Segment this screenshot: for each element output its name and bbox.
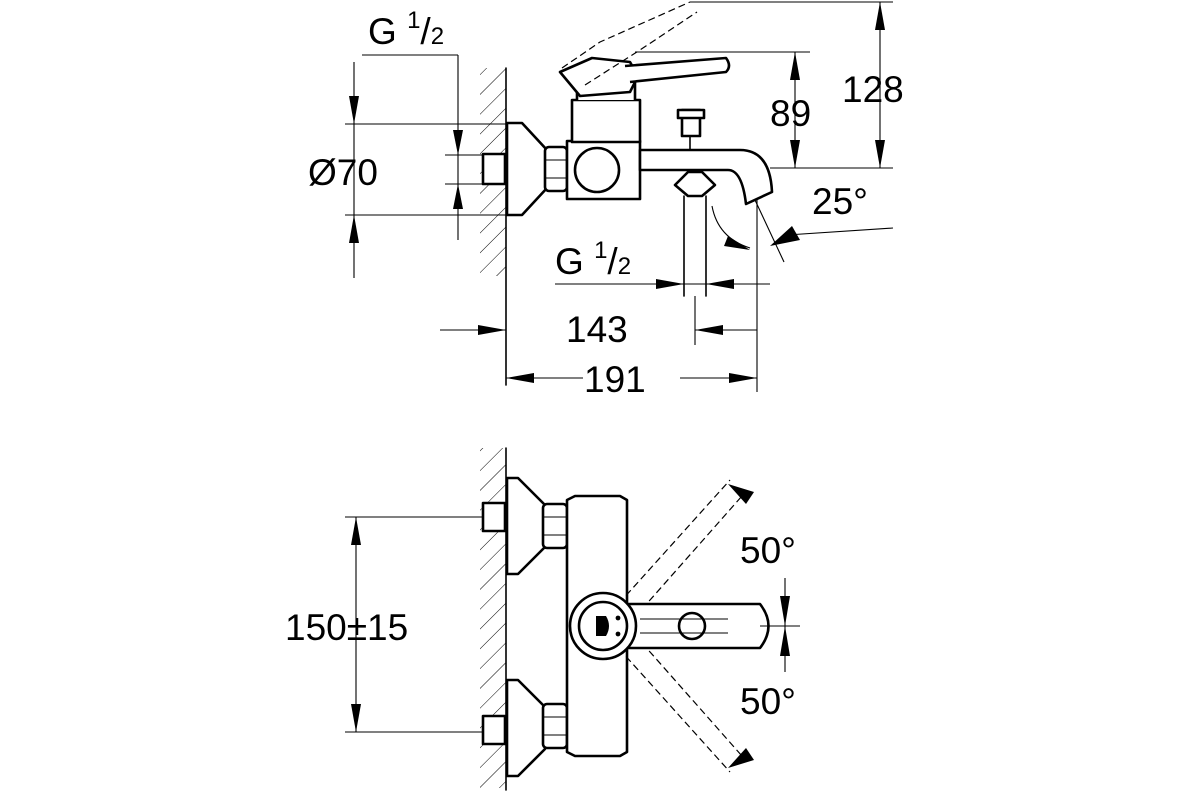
thread-top-label: G 1/2 bbox=[368, 7, 444, 52]
diameter-label: Ø70 bbox=[308, 152, 378, 193]
dim-128-arrow-up bbox=[875, 2, 885, 30]
lever-swing-upper-1 bbox=[603, 479, 731, 621]
dim-128-label: 128 bbox=[842, 69, 904, 110]
thread-bottom-arrow-left bbox=[706, 279, 734, 289]
thread-top-arrow-down bbox=[453, 130, 463, 155]
upper-nut bbox=[541, 502, 569, 550]
lower-escutcheon bbox=[505, 678, 547, 778]
angle-leader bbox=[786, 227, 894, 236]
angle-leader-arrow bbox=[770, 226, 800, 246]
centers-arrow-down bbox=[351, 704, 361, 732]
side-view: G 1/2 Ø70 89 128 25° G 1/2 143 191 bbox=[308, 1, 904, 400]
lever-raised-outline-1 bbox=[561, 1, 691, 69]
spout bbox=[638, 148, 774, 206]
thread-top-arrow-up bbox=[453, 184, 463, 209]
indicator-dot-2 bbox=[615, 631, 621, 637]
dim-89-label: 89 bbox=[770, 93, 811, 134]
cartridge-housing bbox=[570, 98, 642, 144]
diverter-knob-top bbox=[676, 108, 706, 120]
dim-128-arrow-down bbox=[875, 140, 885, 168]
lever-arm bbox=[624, 56, 731, 84]
dim-191-arrow-left bbox=[506, 373, 534, 383]
angle-ref-arrow-down bbox=[780, 596, 790, 626]
dim-143-arrow-right bbox=[695, 325, 723, 335]
body-cap-circle bbox=[573, 146, 621, 194]
dim-191-arrow-right bbox=[729, 373, 757, 383]
lever-head bbox=[558, 56, 640, 98]
thread-bottom-label: G 1/2 bbox=[555, 237, 631, 282]
lever-swing-upper-2 bbox=[619, 495, 743, 635]
indicator-dot-1 bbox=[615, 615, 621, 621]
centers-label: 150±15 bbox=[285, 607, 408, 648]
angle-lower-arrow bbox=[728, 748, 754, 768]
escutcheon-flange bbox=[505, 121, 549, 217]
hex-nut bbox=[543, 145, 569, 193]
temperature-indicator-icon bbox=[596, 616, 609, 636]
lever-swing-lower-2 bbox=[619, 617, 743, 757]
angle-arc-arrow bbox=[724, 236, 750, 250]
angle-ref-arrow-up bbox=[780, 626, 790, 656]
diameter-arrow-down bbox=[349, 96, 359, 124]
angle-arc bbox=[711, 205, 751, 249]
dim-143-arrow-left bbox=[478, 325, 506, 335]
dim-89-arrow-down bbox=[790, 140, 800, 168]
wall-connector bbox=[481, 152, 507, 186]
angle-upper-arrow bbox=[728, 484, 754, 504]
lever-swing-lower-1 bbox=[603, 631, 731, 773]
lever-pivot bbox=[677, 611, 707, 641]
lower-wall-connector bbox=[481, 714, 507, 746]
angle-spout-label: 25° bbox=[812, 181, 868, 222]
diameter-arrow-up bbox=[349, 215, 359, 243]
plan-view: 150±15 50° 50° bbox=[285, 447, 800, 791]
centers-arrow-up bbox=[351, 517, 361, 545]
dim-191-label: 191 bbox=[584, 359, 646, 400]
dim-89-arrow-up bbox=[790, 52, 800, 80]
lever-raised-outline-2 bbox=[584, 11, 698, 86]
upper-escutcheon bbox=[505, 476, 547, 576]
dim-143-label: 143 bbox=[566, 309, 628, 350]
thread-bottom-arrow-right bbox=[656, 279, 684, 289]
lower-nut bbox=[541, 702, 569, 750]
angle-lower-label: 50° bbox=[740, 681, 796, 722]
angle-upper-label: 50° bbox=[740, 530, 796, 571]
upper-wall-connector bbox=[481, 501, 507, 533]
angle-spout-ref bbox=[754, 199, 785, 263]
shower-outlet bbox=[673, 170, 717, 198]
